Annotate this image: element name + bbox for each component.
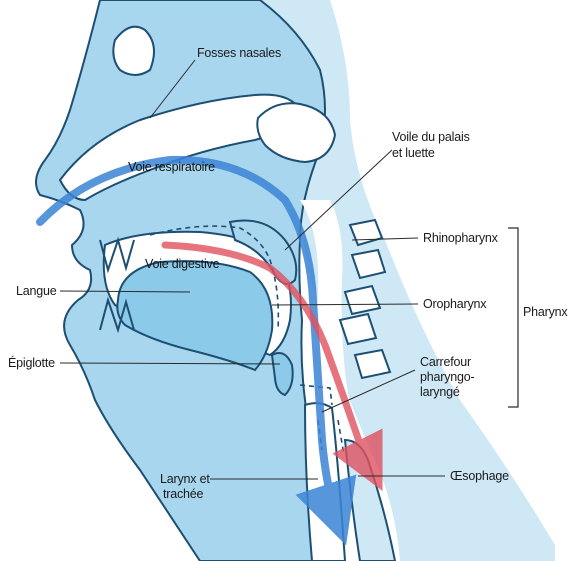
label-voie-respiratoire: Voie respiratoire bbox=[128, 160, 215, 175]
label-carrefour-line1: Carrefour bbox=[420, 355, 471, 370]
label-carrefour-line3: laryngé bbox=[420, 385, 460, 400]
label-oropharynx: Oropharynx bbox=[423, 297, 486, 312]
label-voie-digestive: Voie digestive bbox=[145, 257, 219, 272]
label-larynx-line1: Larynx et bbox=[160, 472, 210, 487]
label-epiglotte: Épiglotte bbox=[8, 356, 55, 371]
label-voile-palais-line1: Voile du palais bbox=[392, 130, 470, 145]
nasal-sinus-upper bbox=[113, 27, 154, 75]
label-fosses-nasales: Fosses nasales bbox=[197, 46, 281, 61]
label-rhinopharynx: Rhinopharynx bbox=[423, 231, 498, 246]
pharynx-bracket bbox=[508, 228, 518, 407]
label-pharynx: Pharynx bbox=[523, 305, 567, 320]
label-oesophage: Œsophage bbox=[450, 469, 509, 484]
label-larynx-line2: trachée bbox=[163, 487, 203, 502]
label-voile-palais-line2: et luette bbox=[392, 146, 435, 161]
label-langue: Langue bbox=[16, 284, 57, 299]
label-carrefour-line2: pharyngo- bbox=[420, 370, 475, 385]
